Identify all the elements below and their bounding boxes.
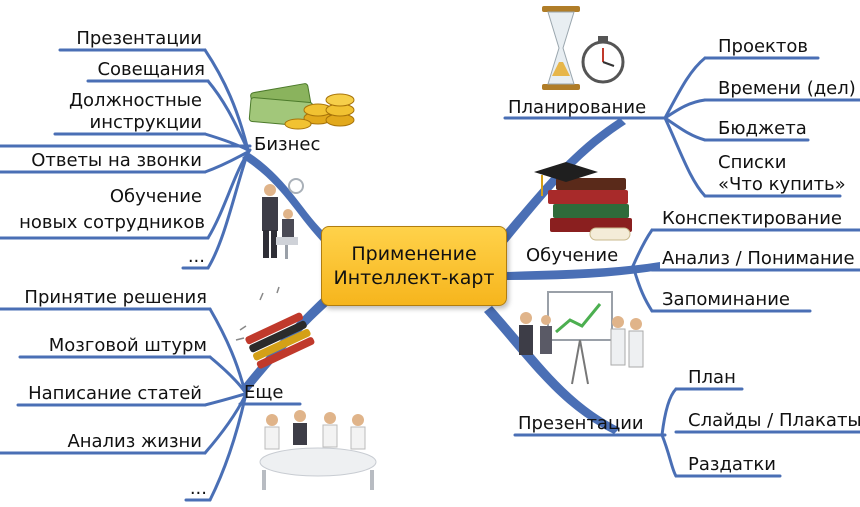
- presentations-item-plan: План: [688, 367, 736, 388]
- branch-planning: [500, 118, 626, 244]
- business-item-job-line2: инструкции: [89, 112, 202, 133]
- more-item-articles: Написание статей: [28, 383, 202, 404]
- business-people-icon: [262, 178, 304, 259]
- learning-item-notes: Конспектирование: [662, 208, 842, 229]
- branch-title-more: Еще: [244, 382, 284, 403]
- branch-title-learning: Обучение: [526, 245, 619, 266]
- planning-item-time: Времени (дел): [718, 78, 856, 99]
- fireworks-rocket-icon: [235, 286, 315, 369]
- business-item-presentations: Презентации: [76, 28, 202, 49]
- presentation-board-icon: [519, 291, 644, 385]
- learning-item-memorize: Запоминание: [662, 289, 790, 310]
- business-item-training-line1: Обучение: [109, 186, 202, 207]
- more-item-decision: Принятие решения: [24, 287, 207, 308]
- hourglass-stopwatch-icon: [542, 6, 625, 90]
- business-item-meetings: Совещания: [97, 59, 205, 80]
- branch-title-business: Бизнес: [254, 134, 321, 155]
- books-graduation-icon: [534, 162, 632, 241]
- team-meeting-icon: [259, 410, 377, 490]
- center-line-2: Интеллект-карт: [333, 267, 495, 289]
- business-item-training-line2: новых сотрудников: [19, 212, 205, 233]
- presentations-item-slides: Слайды / Плакаты: [688, 410, 860, 431]
- business-item-job-line1: Должностные: [68, 90, 202, 111]
- planning-item-lists-line1: Списки: [718, 152, 787, 173]
- money-stack-icon: [248, 83, 355, 130]
- more-item-brainstorm: Мозговой штурм: [48, 335, 207, 356]
- presentations-item-handouts: Раздатки: [688, 454, 776, 475]
- branch-presentations: [484, 306, 620, 434]
- more-item-more: ...: [189, 478, 207, 499]
- center-line-1: Применение: [351, 243, 477, 265]
- branch-title-presentations: Презентации: [518, 413, 644, 434]
- planning-item-lists-line2: «Что купить»: [718, 174, 846, 195]
- sub-branches: [0, 48, 860, 502]
- planning-item-budget: Бюджета: [718, 118, 807, 139]
- business-item-calls: Ответы на звонки: [31, 150, 202, 171]
- branch-title-planning: Планирование: [508, 97, 647, 118]
- planning-item-projects: Проектов: [718, 36, 809, 57]
- center-node: Применение Интеллект-карт: [321, 226, 507, 306]
- branch-learning: [507, 262, 660, 280]
- branch-business: [242, 152, 330, 246]
- business-item-more: ...: [187, 246, 205, 267]
- learning-item-analysis: Анализ / Понимание: [662, 248, 855, 269]
- more-item-life: Анализ жизни: [67, 431, 202, 452]
